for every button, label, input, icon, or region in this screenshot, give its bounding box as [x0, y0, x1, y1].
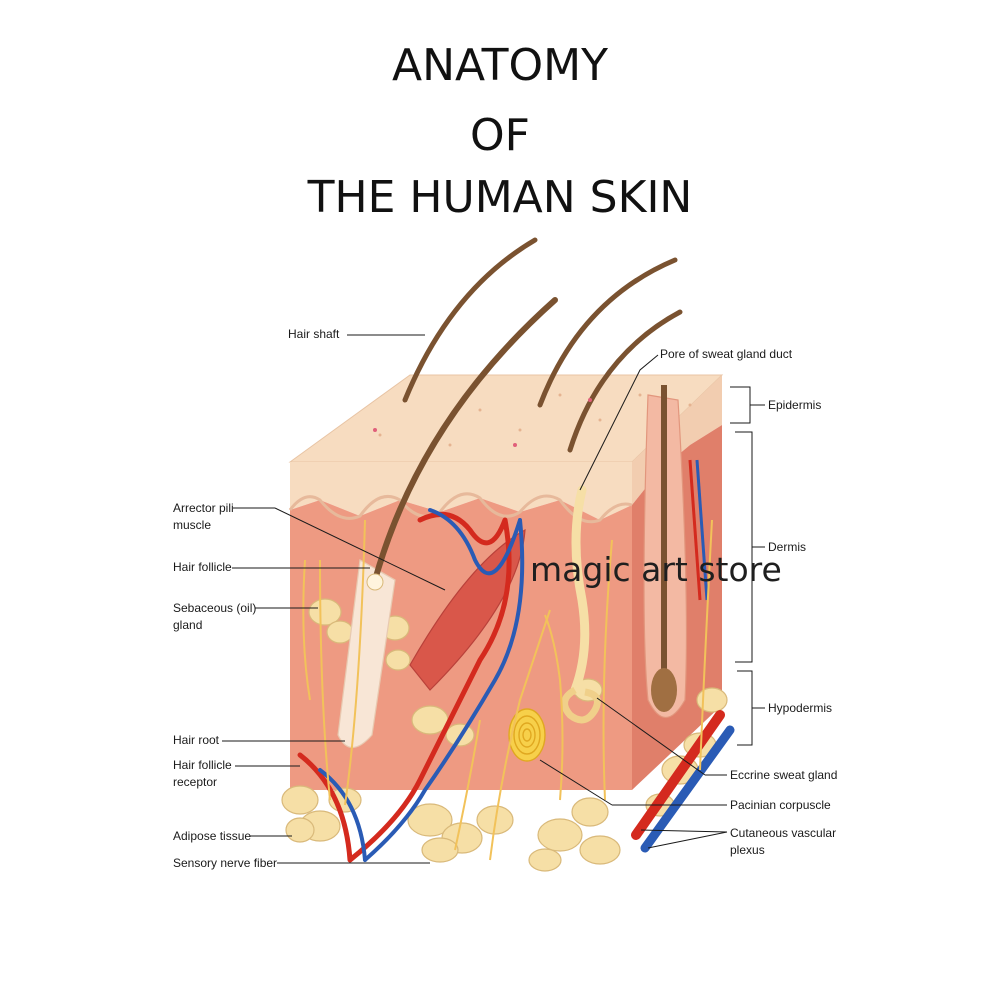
watermark-text: magic art store [530, 550, 782, 589]
label-hypodermis: Hypodermis [768, 700, 832, 716]
label-hair-follicle: Hair follicle [173, 559, 232, 575]
label-hair-follicle-receptor-line1: Hair follicle [173, 757, 232, 773]
label-arrector-pili-line1: Arrector pili [173, 500, 234, 516]
label-hair-shaft: Hair shaft [288, 326, 339, 342]
label-epidermis: Epidermis [768, 397, 821, 413]
label-sebaceous-line1: Sebaceous (oil) [173, 600, 256, 616]
label-arrector-pili-line2: muscle [173, 517, 211, 533]
label-pacinian-corpuscle: Pacinian corpuscle [730, 797, 831, 813]
label-pore: Pore of sweat gland duct [660, 346, 792, 362]
label-vascular-line2: plexus [730, 842, 765, 858]
label-hair-root: Hair root [173, 732, 219, 748]
label-adipose-tissue: Adipose tissue [173, 828, 251, 844]
label-sensory-nerve-fiber: Sensory nerve fiber [173, 855, 277, 871]
pacinian-corpuscle [509, 709, 545, 761]
label-hair-follicle-receptor-line2: receptor [173, 774, 217, 790]
label-vascular-line1: Cutaneous vascular [730, 825, 836, 841]
label-sebaceous-line2: gland [173, 617, 202, 633]
hair-bulb-right [651, 668, 677, 712]
hair-bulb-left [367, 574, 383, 590]
hair-root-right [661, 385, 667, 698]
label-eccrine-sweat-gland: Eccrine sweat gland [730, 767, 837, 783]
